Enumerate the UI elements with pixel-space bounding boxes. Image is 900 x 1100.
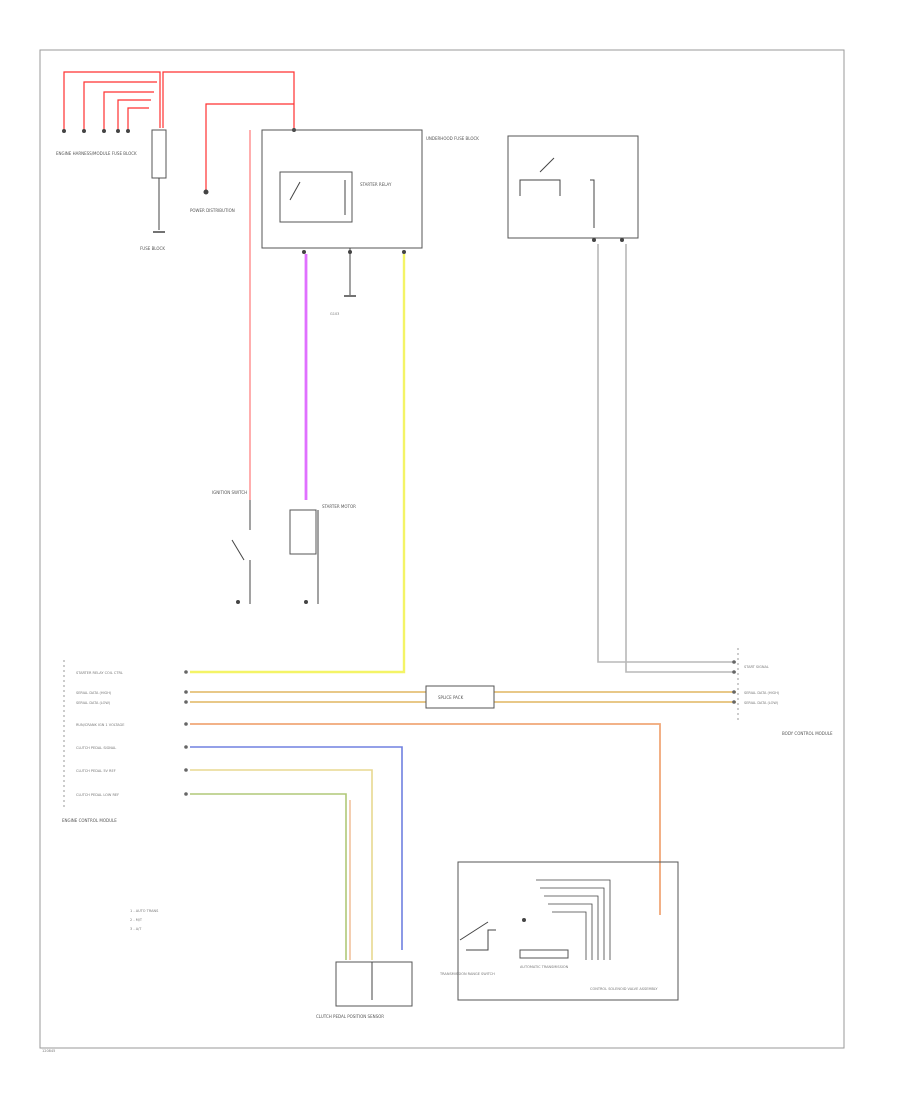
starter-motor-box [289,509,317,555]
ecm-pin-1: STARTER RELAY COIL CTRL [76,671,123,675]
power-connector-dot [203,189,209,195]
start-switch-blade [539,157,555,173]
fuse-block-terminals [62,128,296,133]
bcm-pin-2: SERIAL DATA (HIGH) [744,691,780,695]
starter-relay-label: STARTER RELAY [360,182,392,187]
ignition-switch-blade [231,539,245,561]
ground-label-g103: G103 [330,312,339,316]
orange-ign-wire [190,723,661,915]
diagram-footer-code: 120845 [42,1049,55,1053]
trans-range-label: TRANSMISSION RANGE SWITCH [439,972,495,976]
red-power-wire-3 [103,91,154,130]
fuse-element [151,129,167,179]
splice-pack-label: SPLICE PACK [438,695,464,700]
splice-pack [425,685,495,709]
bcm-pin-dots [732,660,736,704]
trans-range-terminal [522,918,526,922]
clutch-sensor-label: CLUTCH PEDAL POSITION SENSOR [316,1014,384,1019]
ecm-pin-6: CLUTCH PEDAL 5V REF [76,769,116,773]
red-power-wire-4 [117,99,151,130]
ecm-connector: STARTER RELAY COIL CTRL SERIAL DATA (HIG… [62,660,188,823]
engine-harness-label: ENGINE HARNESS/MODULE FUSE BLOCK [56,151,137,156]
bcm-pin-3: SERIAL DATA (LOW) [744,701,779,705]
blue-clutch-wire [190,746,403,950]
ecm-pin-2: SERIAL DATA (HIGH) [76,691,112,695]
tan-clutch-5v-wire [190,769,373,960]
ecm-pin-5: CLUTCH PEDAL SIGNAL [76,746,116,750]
relay-terminal-3 [402,250,406,254]
red-power-wire-2 [83,81,157,130]
relay-terminal-2 [348,250,352,254]
ignition-terminal [236,600,240,604]
ignition-starter-group: IGNITION SWITCH STARTER MOTOR [212,490,356,604]
serial-data-bus: SPLICE PACK [190,685,736,709]
starter-relay-box [279,171,353,223]
power-distribution-label: POWER DISTRIBUTION [190,208,235,213]
bcm-pin-1: START SIGNAL [744,665,769,669]
switch-terminal-2 [620,238,624,242]
trans-module-label: CONTROL SOLENOID VALVE ASSEMBLY [590,987,658,991]
transmission-outline [457,861,679,1001]
red-power-wire-5 [127,107,149,130]
ecm-label: ENGINE CONTROL MODULE [62,818,117,823]
start-switch-lead [590,179,595,228]
underhood-fuse-block-label: UNDERHOOD FUSE BLOCK [426,136,479,141]
ignition-switch-label: IGNITION SWITCH [212,490,247,495]
bcm-label: BODY CONTROL MODULE [782,731,833,736]
transmission-group: TRANSMISSION RANGE SWITCH AUTOMATIC TRAN… [439,861,679,1001]
gray-signal-wire-1 [597,244,736,663]
legend-item-2: 2 - M/T [130,918,143,922]
solenoid-wire-fan [536,879,611,960]
starter-relay-group: STARTER RELAY UNDERHOOD FUSE BLOCK G103 [261,129,479,316]
bcm-connector: START SIGNAL SERIAL DATA (HIGH) SERIAL D… [732,648,833,736]
trans-control-box [519,949,569,959]
relay-terminal-1 [302,250,306,254]
gray-signal-wire-2 [625,244,736,673]
relay-switch-arm [289,181,301,201]
start-switch-contacts [519,179,561,196]
underhood-fuse-block-outline [261,129,423,249]
yellow-control-wire [190,254,406,674]
fuse-block-label: FUSE BLOCK [140,246,165,251]
red-power-wire-1 [63,71,161,130]
start-switch-group [507,135,736,673]
green-clutch-low-wire [190,793,347,960]
red-power-wire-7 [205,103,294,190]
switch-terminal-1 [592,238,596,242]
ecm-pin-7: CLUTCH PEDAL LOW REF [76,793,119,797]
ecm-pin-dots [184,670,188,796]
ecm-pin-3: SERIAL DATA (LOW) [76,701,111,705]
start-switch-outline [507,135,639,239]
starter-motor-label: STARTER MOTOR [322,504,356,509]
trans-control-label: AUTOMATIC TRANSMISSION [520,965,569,969]
red-power-wire-6 [162,71,295,128]
ignition-terminal-2 [304,600,308,604]
trans-range-switch-blade [459,921,489,941]
ecm-pin-4: RUN/CRANK IGN 1 VOLTAGE [76,723,124,727]
diagram-border [39,49,845,1049]
clutch-sensor-box [335,961,413,1007]
clutch-sensor-group: CLUTCH PEDAL POSITION SENSOR [316,961,413,1019]
power-distribution-group: ENGINE HARNESS/MODULE FUSE BLOCK FUSE BL… [56,71,296,251]
legend-item-1: 1 - AUTO TRANS [130,909,159,913]
legend-item-3: 3 - A/T [130,927,142,931]
diagram-legend: 1 - AUTO TRANS 2 - M/T 3 - A/T [130,909,159,931]
trans-range-switch-contacts [466,929,496,951]
